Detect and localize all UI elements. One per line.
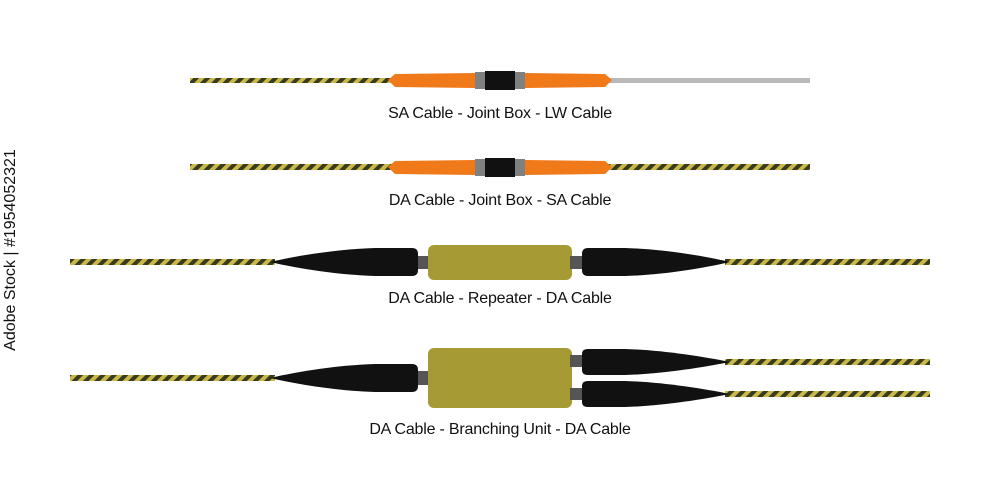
row1-joint-box — [388, 71, 612, 90]
row4-da-cable-left — [70, 375, 275, 381]
row1-joint-box-left-cone — [388, 73, 475, 88]
row2-joint-box-core — [485, 158, 515, 177]
row4-caption: DA Cable - Branching Unit - DA Cable — [369, 421, 631, 438]
row2-joint-box-right-cone — [525, 160, 612, 175]
row1-joint-box-left-band — [475, 72, 485, 89]
row3-right-neck — [570, 256, 582, 269]
row3-caption: DA Cable - Repeater - DA Cable — [388, 290, 612, 307]
row1-joint-box-right-cone — [525, 73, 612, 88]
row4-branching-unit-body — [428, 348, 572, 408]
row4-right-neck-upper — [570, 355, 582, 367]
row1-joint-box-right-band — [515, 72, 525, 89]
row1-sa-cable — [190, 78, 395, 83]
row2-sa-cable — [605, 164, 810, 170]
row3-da-cable-left — [70, 259, 275, 265]
row3-assembly — [70, 245, 930, 280]
row2-joint-box — [388, 158, 612, 177]
row4-da-cable-right-upper — [725, 359, 930, 365]
stock-id-watermark: Adobe Stock | #1954052321 — [2, 149, 19, 351]
row3-da-cable-right — [725, 259, 930, 265]
row4-left-bend-restrictor — [270, 364, 418, 392]
row4-da-cable-right-lower — [725, 391, 930, 397]
row1-assembly — [190, 71, 810, 90]
row3-left-neck — [418, 256, 430, 269]
row4-assembly — [70, 348, 930, 408]
row1-caption: SA Cable - Joint Box - LW Cable — [388, 105, 612, 122]
row1-lw-cable — [605, 78, 810, 83]
row3-right-bend-restrictor — [582, 248, 730, 276]
row4-right-neck-lower — [570, 388, 582, 400]
row4-right-bend-restrictor-lower — [582, 381, 730, 407]
row4-right-bend-restrictor-upper — [582, 349, 730, 375]
row2-joint-box-left-cone — [388, 160, 475, 175]
row2-caption: DA Cable - Joint Box - SA Cable — [388, 192, 612, 209]
row2-assembly — [190, 158, 810, 177]
row3-repeater-body — [428, 245, 572, 280]
row1-joint-box-core — [485, 71, 515, 90]
row2-joint-box-right-band — [515, 159, 525, 176]
row4-left-neck — [418, 371, 430, 385]
row2-da-cable — [190, 164, 395, 170]
row3-left-bend-restrictor — [270, 248, 418, 276]
row2-joint-box-left-band — [475, 159, 485, 176]
